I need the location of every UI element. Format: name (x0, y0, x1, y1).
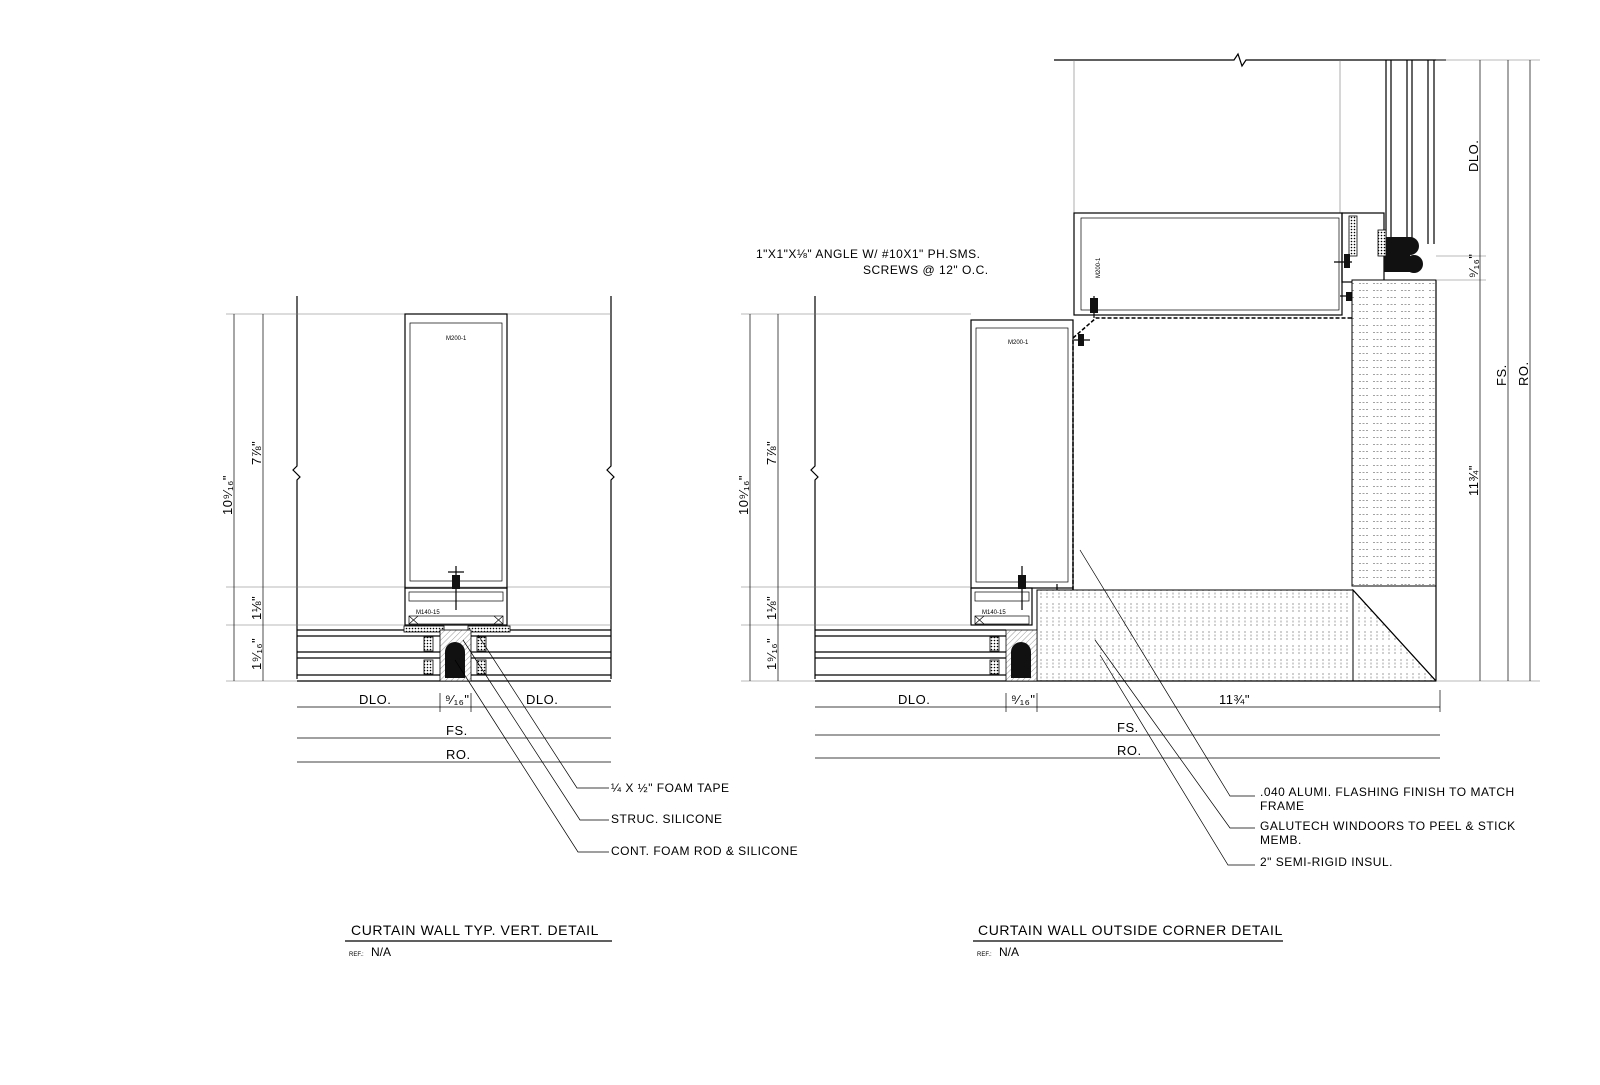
left-mullion (404, 313, 508, 589)
left-wall-edge-left (292, 296, 301, 679)
right-callout-insulation: 2" SEMI-RIGID INSUL. (1260, 855, 1393, 869)
right-detail-title: CURTAIN WALL OUTSIDE CORNER DETAIL (978, 922, 1283, 938)
left-dim-mullion: ⁹⁄₁₆" (445, 692, 469, 707)
right-callout-membrane-1: GALUTECH WINDOORS TO PEEL & STICK (1260, 819, 1516, 833)
right-dim-upper: 7⅞" (764, 441, 779, 465)
right-sill-tag: M140-15 (982, 610, 1006, 616)
left-dim-ro: RO. (446, 747, 471, 762)
right-callout-flashing-1: .040 ALUMI. FLASHING FINISH TO MATCH (1260, 785, 1515, 799)
left-mullion-tag: M200-1 (446, 336, 467, 342)
right-insulation-horizontal (1036, 589, 1354, 682)
right-sill-extrusion (970, 587, 1033, 626)
right-upper-mullion (1073, 212, 1343, 316)
left-dim-dlo-left: DLO. (359, 692, 391, 707)
left-dim-overall: 10⁹⁄₁₆" (220, 475, 235, 515)
right-upper-mullion-tag: M200-1 (1096, 257, 1102, 278)
right-vert-dim-ro: RO. (1516, 361, 1531, 386)
right-dim-dlo: DLO. (898, 692, 930, 707)
right-mullion (970, 319, 1074, 589)
right-ref-value: N/A (999, 945, 1019, 959)
right-vertical-glass (1385, 60, 1435, 244)
right-wall-edge-left (810, 296, 819, 679)
left-foam-tape (423, 636, 434, 652)
left-dim-lower: 1⁹⁄₁₆" (249, 638, 264, 670)
left-wall-edge-right (606, 296, 615, 679)
left-ref-label: REF.: (349, 952, 364, 958)
right-mullion-tag: M200-1 (1008, 340, 1029, 346)
right-vert-dim-dlo: DLO. (1466, 140, 1481, 172)
right-callout-membrane-2: MEMB. (1260, 833, 1302, 847)
left-vertical-detail: 10⁹⁄₁₆" 7⅞" 1⅛" 1⁹⁄₁₆" DLO. ⁹⁄₁₆" DLO. F… (220, 296, 798, 959)
right-vert-dim-corner: 11¾" (1466, 465, 1481, 496)
right-dim-mullion: ⁹⁄₁₆" (1011, 692, 1035, 707)
right-insulation-vertical (1351, 279, 1437, 587)
left-dim-upper: 7⅞" (249, 441, 264, 465)
right-angle-note-line1: 1"X1"X⅛" ANGLE W/ #10X1" PH.SMS. (756, 247, 980, 261)
right-callout-flashing-2: FRAME (1260, 799, 1305, 813)
right-dim-ro: RO. (1117, 743, 1142, 758)
left-dim-dlo-right: DLO. (526, 692, 558, 707)
left-detail-title: CURTAIN WALL TYP. VERT. DETAIL (351, 922, 599, 938)
right-ref-label: REF.: (977, 952, 992, 958)
left-callout-foam-tape: ¼ X ½" FOAM TAPE (611, 781, 730, 795)
right-corner-detail: M200-1 M200-1 M140-15 (736, 52, 1540, 959)
left-callout-foam-rod: CONT. FOAM ROD & SILICONE (611, 844, 798, 858)
left-dim-middle: 1⅛" (249, 596, 264, 620)
right-dim-overall: 10⁹⁄₁₆" (736, 475, 751, 515)
right-vert-dim-gap: ⁹⁄₁₆" (1466, 254, 1481, 278)
right-flashing-membrane (1072, 317, 1352, 590)
right-dim-middle: 1⅛" (764, 596, 779, 620)
right-dim-fs: FS. (1117, 720, 1139, 735)
right-vert-dim-fs: FS. (1494, 364, 1509, 386)
right-top-wall-line (1054, 52, 1446, 68)
right-angle-note-line2: SCREWS @ 12" O.C. (863, 263, 989, 277)
left-callout-struc-silicone: STRUC. SILICONE (611, 812, 723, 826)
left-ref-value: N/A (371, 945, 391, 959)
right-dim-lower: 1⁹⁄₁₆" (764, 638, 779, 670)
left-sill-tag: M140-15 (416, 610, 440, 616)
left-dim-fs: FS. (446, 723, 468, 738)
right-glass-units (815, 629, 1037, 682)
right-dim-corner: 11¾" (1219, 692, 1250, 707)
